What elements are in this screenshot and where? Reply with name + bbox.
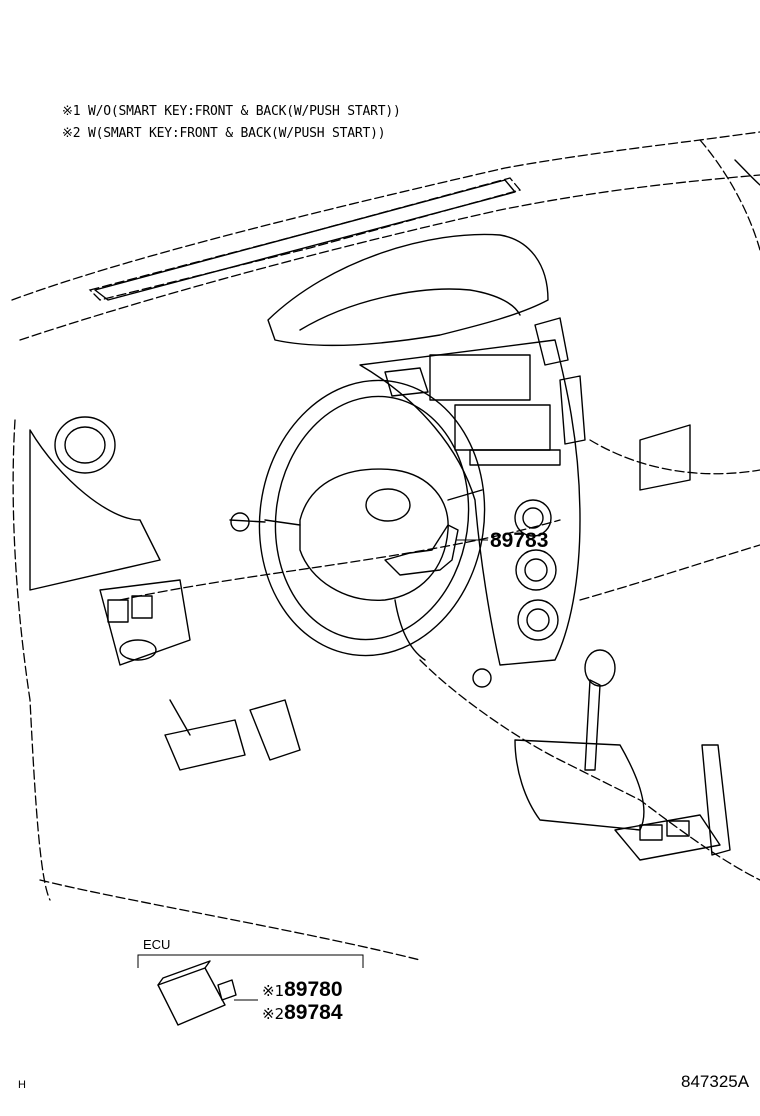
left-switch-round [119,639,157,661]
ecu-label: ECU [143,937,171,952]
console-center [514,739,645,831]
hazard-switch [384,367,429,397]
horn-emblem [365,488,411,522]
ecu-bracket [137,954,364,968]
spoke-right [447,489,483,501]
floor-line-left [39,879,421,961]
part-number-89780[interactable]: 89780 [284,978,343,1001]
audio-buttons [469,449,561,466]
right-switch [559,375,586,445]
window-switch-panel [614,814,721,861]
meter-hood [267,233,549,347]
dash-upper-line [19,174,760,341]
console-outline [419,659,760,881]
accelerator-pedal [249,699,301,761]
center-stack-outline [359,339,581,666]
left-vent [54,416,116,474]
meter-hood-inner [299,288,521,331]
steering-column [394,599,426,661]
pedal-arm [169,699,191,736]
right-corner-curve [734,159,760,186]
right-vent-outer [639,424,691,491]
left-dash-panel [29,429,161,591]
right-door-line [589,439,760,475]
dash-top-edge [11,131,760,301]
steering-wheel-rim [258,379,486,657]
ecu-callout-1: ※189780 [262,978,343,1002]
climate-knob-2 [515,549,557,591]
audio-display [429,354,531,401]
combination-switch-lever [229,519,266,523]
note-mark-1: ※1 [262,982,285,1000]
drawing-number: 847325A [681,1072,750,1091]
window-switch-2 [666,820,690,837]
right-side-pillar [699,139,760,251]
climate-knob-1 [514,499,552,537]
parking-brake [701,744,731,856]
left-switch-2 [131,595,153,619]
ecu-module-top [157,960,211,986]
part-number-89784[interactable]: 89784 [284,1001,343,1024]
part-number-89783[interactable]: 89783 [490,529,549,552]
shift-lever [584,679,601,771]
footer-left-code: H [18,1079,26,1091]
spoke-left [264,519,301,526]
note-1: ※1 W/O(SMART KEY:FRONT & BACK(W/PUSH STA… [62,104,401,119]
console-right-edge [579,544,760,601]
ignition-switch [472,668,492,688]
left-door-trim [12,419,51,901]
steering-hub [299,468,449,601]
right-vent [534,317,569,366]
lower-left-panel [99,579,191,666]
steering-wheel-inner-rim [274,395,470,641]
defroster-vent [94,179,516,301]
ecu-module [157,967,226,1026]
brake-pedal [164,719,246,771]
combination-switch [230,512,250,532]
note-2: ※2 W(SMART KEY:FRONT & BACK(W/PUSH START… [62,126,386,141]
switch-89783-shape [384,524,459,576]
shift-knob [584,649,616,687]
left-switch-1 [107,599,129,623]
climate-knob-3 [517,599,559,641]
ecu-callout-2: ※289784 [262,1001,343,1025]
dash-top-edge-inner [88,177,522,301]
note-mark-2: ※2 [262,1005,285,1023]
dash-mid-line [119,519,561,601]
ecu-connector [217,979,237,1001]
window-switch-1 [639,824,663,841]
